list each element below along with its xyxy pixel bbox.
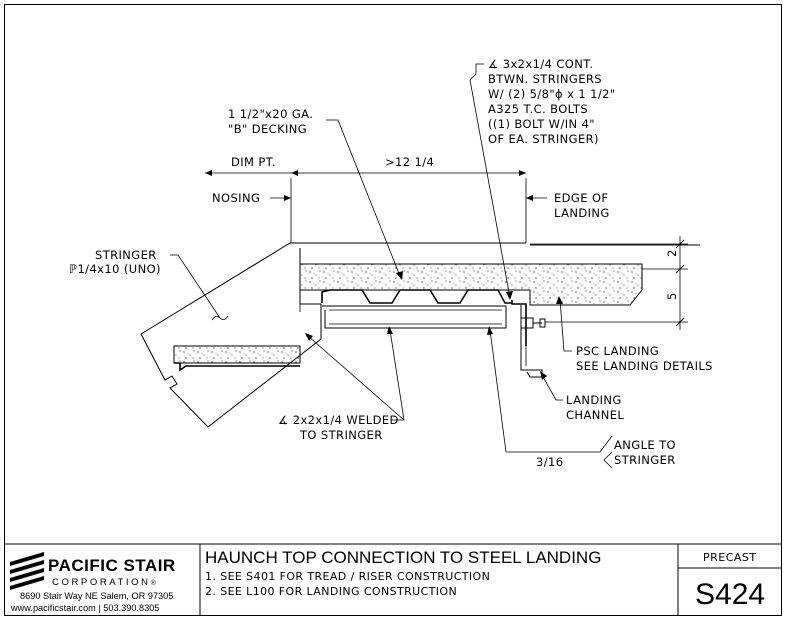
category-label: PRECAST xyxy=(703,551,757,564)
decking-callout: 1 1/2"x20 GA. "B" DECKING xyxy=(228,107,317,136)
company-logo-icon xyxy=(10,552,44,590)
metal-deck xyxy=(321,289,512,304)
title-note-1: 1. SEE S401 FOR TREAD / RISER CONSTRUCTI… xyxy=(205,570,490,583)
company-name: PACIFIC STAIR xyxy=(48,556,176,575)
dim-value-label: >12 1/4 xyxy=(385,155,434,169)
bolt-nut xyxy=(539,318,546,328)
welded-angle xyxy=(322,305,507,329)
welded-angle-callout: ∡ 2x2x1/4 WELDED TO STRINGER xyxy=(278,413,403,442)
landing-topping xyxy=(299,263,643,306)
company-address: 8690 Stair Way NE Salem, OR 97305 xyxy=(20,591,173,601)
edge-of-landing-label: EDGE OF LANDING xyxy=(554,191,612,220)
stringer-plate xyxy=(140,242,526,428)
angle-to-stringer-callout: ANGLE TO STRINGER xyxy=(614,438,680,467)
bolt-head xyxy=(520,317,534,329)
weld-size-label: 3/16 xyxy=(536,455,563,469)
dim-pt-label: DIM PT. xyxy=(231,155,276,169)
psc-landing-callout: PSC LANDING SEE LANDING DETAILS xyxy=(576,344,713,373)
continuous-angle xyxy=(511,300,527,346)
company-sub: CORPORATION® xyxy=(52,577,157,588)
drawing-title: HAUNCH TOP CONNECTION TO STEEL LANDING xyxy=(205,548,601,567)
title-block: PACIFIC STAIR CORPORATION® 8690 Stair Wa… xyxy=(10,544,782,616)
section-detail xyxy=(140,63,700,469)
sheet-number: S424 xyxy=(695,578,765,611)
dim-5-label: 5 xyxy=(665,292,679,300)
dim-2-label: 2 xyxy=(665,249,679,257)
title-note-2: 2. SEE L100 FOR LANDING CONSTRUCTION xyxy=(205,585,457,598)
landing-channel xyxy=(520,305,543,378)
landing-channel-callout: LANDING CHANNEL xyxy=(566,393,626,422)
angle-cont-callout: ∡ 3x2x1/4 CONT. BTWN. STRINGERS W/ (2) 5… xyxy=(488,57,620,146)
sheet-border xyxy=(4,4,782,616)
stringer-callout: STRINGER ℙ1/4x10 (UNO) xyxy=(69,248,161,276)
tread-slab xyxy=(173,345,301,364)
company-contact: www.pacificstair.com | 503.390.8305 xyxy=(10,603,159,613)
tread-riser-edge xyxy=(174,362,300,372)
nosing-label: NOSING xyxy=(212,191,260,205)
